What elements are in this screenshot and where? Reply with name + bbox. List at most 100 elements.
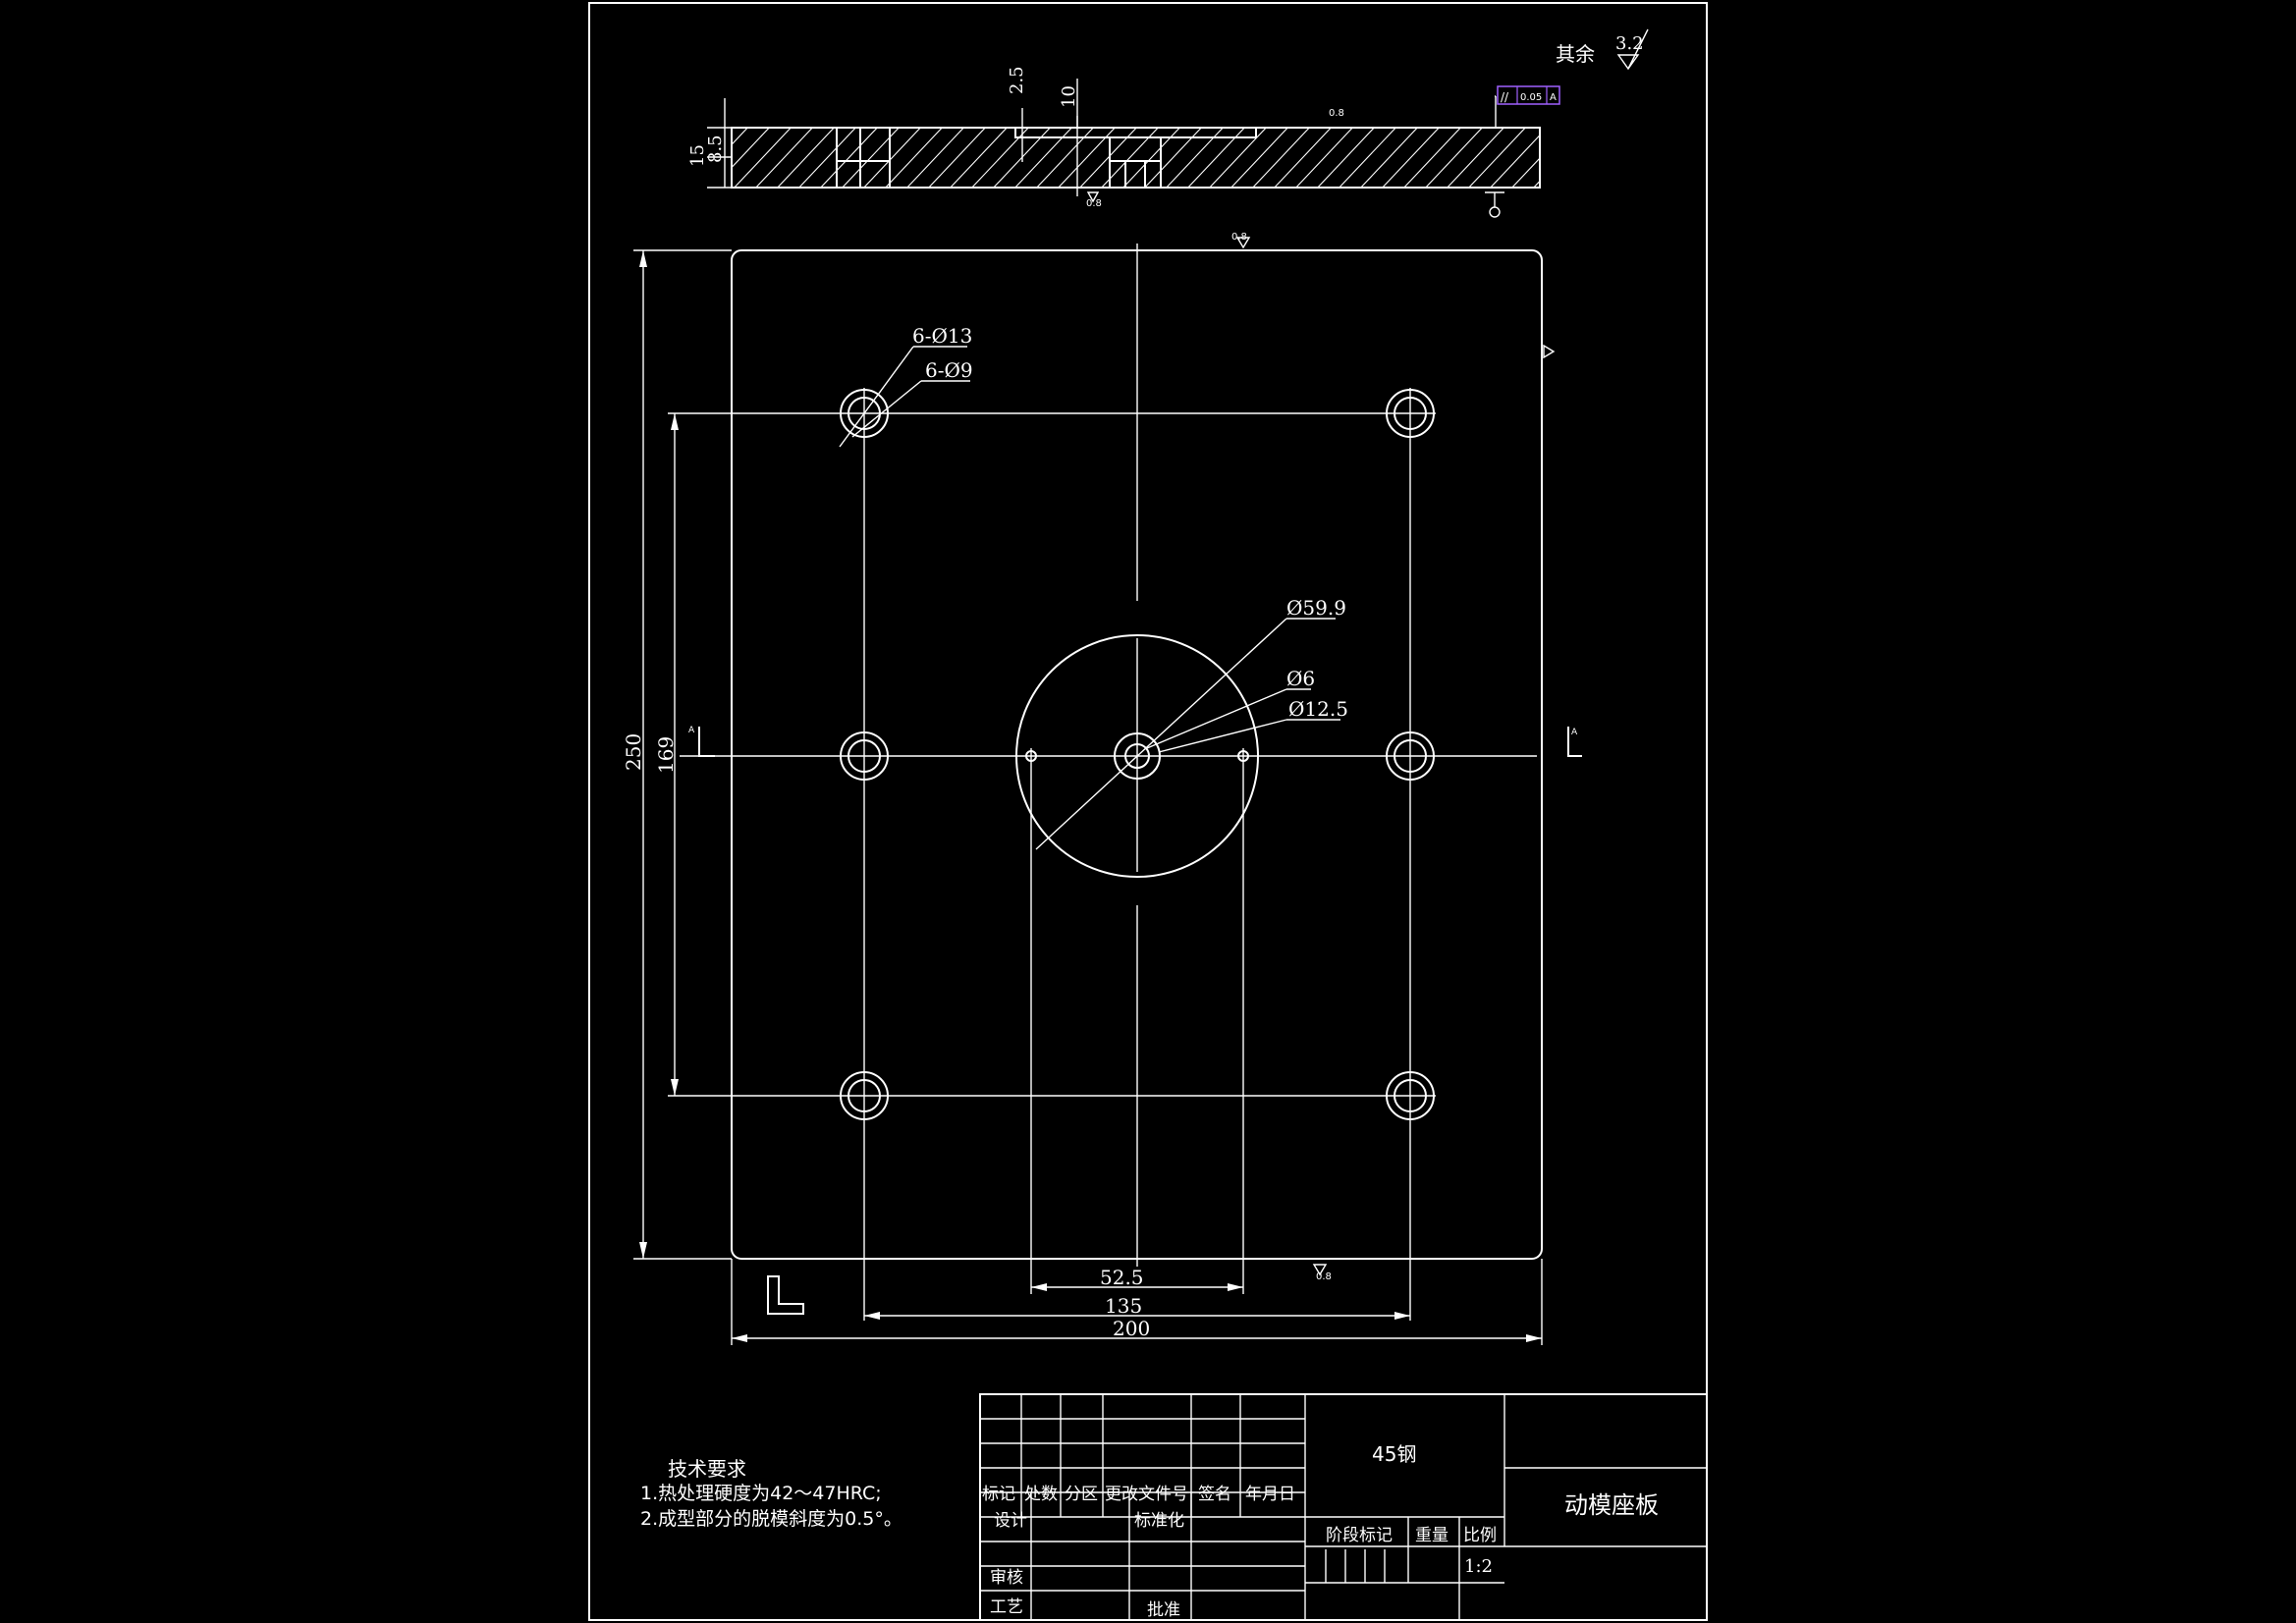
section-mark-left: A [688, 726, 695, 735]
section-hatching [732, 123, 1638, 191]
parallel-symbol-icon: // [1501, 90, 1509, 104]
roughness-plan-right-icon [1543, 344, 1556, 359]
mounting-hole [1386, 731, 1435, 781]
material: 45钢 [1372, 1442, 1416, 1466]
hatch-line [777, 128, 836, 188]
section-hole-left [836, 127, 891, 189]
th-design: 设计 [994, 1511, 1027, 1531]
roughness-note: 其余 3.2 [1556, 28, 1649, 71]
title-block: 标记 处数 分区 更改文件号 签名 年月日 设计 标准化 审核 工艺 批准 阶段… [979, 1393, 1708, 1621]
roughness-label: 其余 [1556, 42, 1595, 66]
tolerance-datum: A [1550, 92, 1557, 103]
th-approve: 批准 [1147, 1600, 1180, 1620]
hatch-line [1252, 128, 1311, 188]
dim-169: 169 [654, 736, 678, 774]
hatch-line [885, 128, 944, 188]
dim-200: 200 [1113, 1317, 1150, 1340]
roughness-symbol-icon [1616, 28, 1649, 71]
circle-12-5 [1114, 732, 1161, 780]
hatch-line [1425, 128, 1484, 188]
th-scale: 比例 [1463, 1526, 1497, 1545]
hatch-line [734, 128, 793, 188]
hatch-line [928, 128, 987, 188]
roughness-plan-bottom: 0.8 [1316, 1271, 1332, 1282]
mounting-hole [1394, 397, 1427, 430]
circle-6 [1124, 743, 1150, 769]
mounting-hole [840, 731, 889, 781]
hatch-line [971, 128, 1030, 188]
hatch-line [1317, 128, 1376, 188]
dim-10: 10 [1059, 85, 1079, 108]
circle-59-9 [1015, 634, 1259, 878]
hatch-line [1573, 123, 1638, 191]
th-process: 工艺 [990, 1597, 1023, 1617]
corner-mark-icon [767, 1275, 804, 1315]
hatch-line [1552, 123, 1616, 191]
th-zone: 分区 [1065, 1485, 1098, 1504]
section-view: 2.5 10 15 8.5 // 0.05 A 0.8 0.8 [687, 66, 1638, 218]
th-sign: 签名 [1198, 1485, 1231, 1504]
roughness-section-bottom: 0.8 [1086, 198, 1102, 209]
roughness-section-bottom-icon [1086, 191, 1100, 203]
th-change-doc: 更改文件号 [1105, 1485, 1188, 1504]
th-standard: 标准化 [1134, 1511, 1184, 1531]
roughness-plan-bottom-icon [1312, 1264, 1328, 1276]
hatch-line [1101, 128, 1160, 188]
hatch-line [1339, 128, 1397, 188]
hatch-line [1166, 128, 1225, 188]
dim-8-5: 8.5 [705, 135, 726, 163]
mounting-hole [1386, 1071, 1435, 1120]
hatch-line [820, 128, 879, 188]
pin-hole-right [1237, 750, 1249, 762]
hatch-line [732, 128, 749, 146]
th-count: 处数 [1024, 1485, 1058, 1504]
roughness-section-top: 0.8 [1329, 108, 1344, 119]
tolerance-value: 0.05 [1520, 92, 1542, 103]
mounting-hole [840, 1071, 889, 1120]
hatch-line [1295, 128, 1354, 188]
hatch-line [1230, 128, 1289, 188]
tech-item-2: 2.成型部分的脱模斜度为0.5°。 [640, 1508, 902, 1530]
mounting-hole [1386, 389, 1435, 438]
th-date: 年月日 [1245, 1485, 1295, 1504]
hatch-line [1122, 128, 1181, 188]
dim-250: 250 [622, 733, 645, 771]
mounting-hole [847, 1079, 881, 1112]
scale-value: 1:2 [1464, 1556, 1493, 1577]
roughness-plan-top: 0.8 [1231, 232, 1247, 243]
parallelism-tolerance: // 0.05 A [1495, 85, 1560, 128]
hatch-line [950, 128, 1009, 188]
roughness-plan-top-icon [1235, 237, 1251, 249]
hatch-line [863, 128, 922, 188]
hatch-line [1468, 128, 1527, 188]
tech-item-1: 1.热处理硬度为42～47HRC; [640, 1483, 882, 1504]
roughness-value: 3.2 [1615, 33, 1644, 54]
hatch-line [1403, 128, 1462, 188]
dim-135: 135 [1105, 1294, 1142, 1318]
dim-2-5: 2.5 [1007, 66, 1027, 94]
tech-title: 技术要求 [668, 1457, 746, 1481]
hatch-line [1036, 128, 1095, 188]
mounting-holes [840, 389, 1435, 1120]
hatch-line [1209, 128, 1268, 188]
dim-holes-9: 6-Ø9 [925, 358, 973, 382]
mounting-hole [840, 389, 889, 438]
section-center-hole [1109, 136, 1162, 189]
hatch-line [798, 128, 857, 188]
plan-view: Ø59.9 Ø6 Ø12.5 6-Ø13 6-Ø9 250 169 52.5 1… [622, 232, 1582, 1345]
pin-hole-left [1025, 750, 1037, 762]
hatch-line [1144, 128, 1203, 188]
hatch-line [1490, 134, 1540, 188]
hatch-line [732, 128, 771, 169]
dim-52-5: 52.5 [1100, 1266, 1144, 1289]
dim-dia-6: Ø6 [1286, 667, 1315, 690]
dim-dia-59-9: Ø59.9 [1286, 596, 1346, 620]
drawing-frame [588, 2, 1708, 1621]
hatch-line [906, 128, 965, 188]
mounting-hole [1394, 1079, 1427, 1112]
mounting-hole [1394, 739, 1427, 773]
hatch-line [1511, 157, 1540, 188]
section-mark-right-icon [1567, 727, 1582, 757]
th-review: 审核 [990, 1568, 1023, 1588]
